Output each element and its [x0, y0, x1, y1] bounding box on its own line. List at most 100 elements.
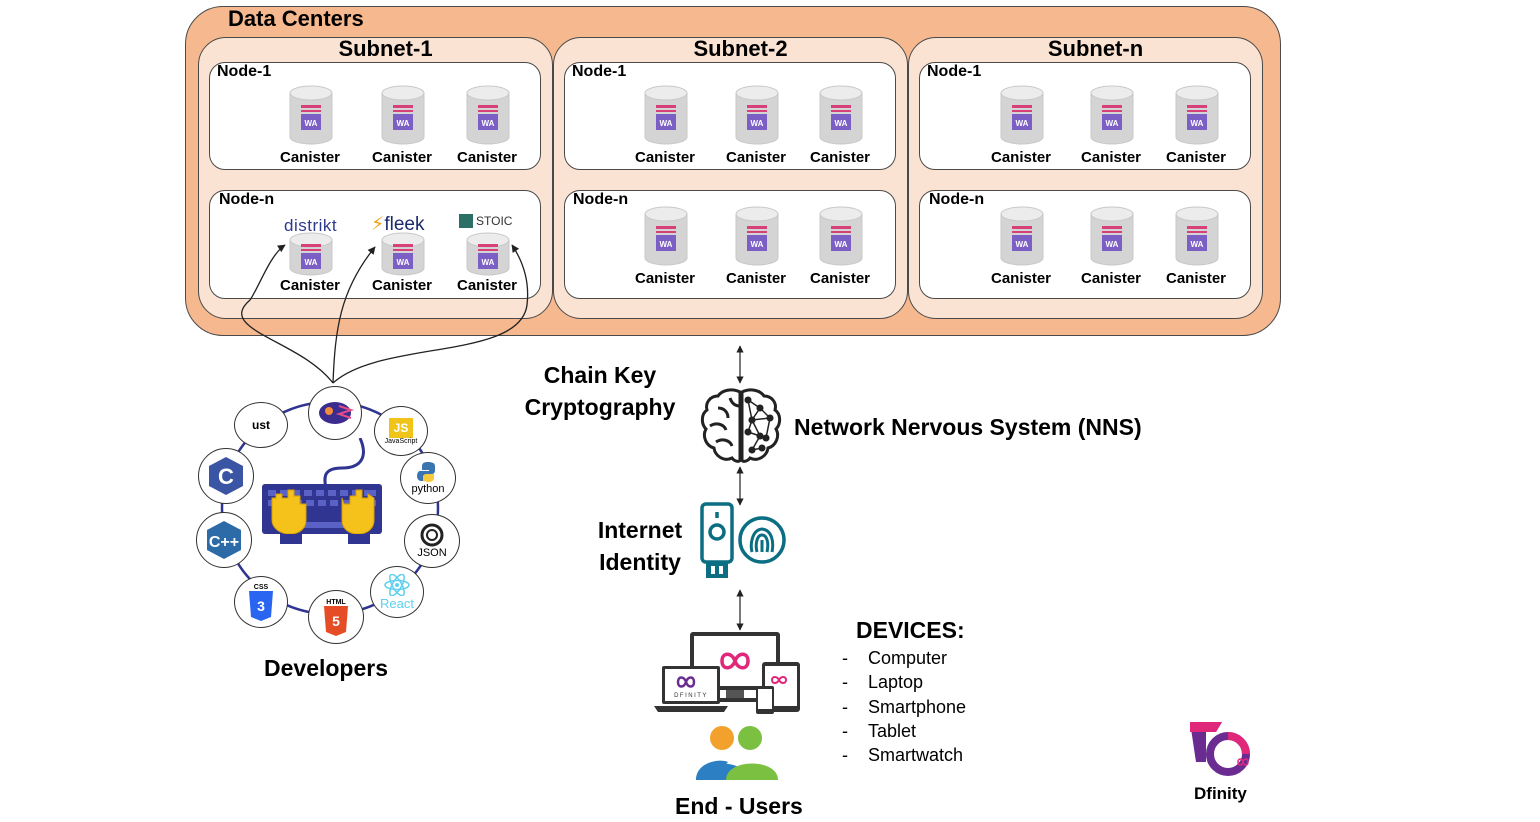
- devices-item: -Smartwatch: [842, 745, 964, 766]
- canister: WA Canister: [362, 85, 442, 175]
- canister: WA Canister: [1156, 206, 1236, 296]
- c-icon: C: [198, 448, 254, 504]
- canister-badge: WA: [305, 258, 318, 267]
- canister-label: Canister: [456, 149, 518, 166]
- canister-label: Canister: [1080, 270, 1142, 287]
- canister-icon: WA: [819, 85, 863, 145]
- fleek-text: fleek: [384, 214, 425, 235]
- canister-badge: WA: [305, 119, 318, 128]
- canister: WA Canister: [800, 206, 880, 296]
- canister: WA Canister: [981, 85, 1061, 175]
- devices-list: -Computer -Laptop -Smartphone -Tablet -S…: [842, 646, 966, 767]
- canister-icon: WA: [819, 206, 863, 266]
- laptop-brand-text: DFINITY: [674, 693, 708, 699]
- devices-item: -Laptop: [842, 672, 924, 693]
- canister-label: Canister: [371, 277, 433, 294]
- canister-badge: WA: [660, 240, 673, 249]
- javascript-icon: JS JavaScript: [374, 406, 428, 456]
- security-key-icon: [700, 502, 734, 578]
- developers-label: Developers: [264, 655, 389, 681]
- internet-identity-label: Internet Identity: [590, 514, 690, 578]
- canister-badge: WA: [1191, 119, 1204, 128]
- subnet-n-node-1-title: Node-1: [927, 63, 982, 80]
- subnet-1-node-n-title: Node-n: [219, 191, 275, 208]
- nns-label: Network Nervous System (NNS): [794, 414, 1142, 440]
- canister-label: Canister: [809, 270, 871, 287]
- canister-label: Canister: [990, 270, 1052, 287]
- canister-icon: WA: [466, 85, 510, 145]
- keyboard-hands-icon: [262, 438, 382, 544]
- canister-label: Canister: [279, 277, 341, 294]
- stoic-logo: STOIC: [459, 214, 512, 228]
- cpp-icon: C++: [196, 512, 252, 568]
- canister-badge: WA: [397, 258, 410, 267]
- canister: WA Canister: [270, 85, 350, 175]
- canister-badge: WA: [835, 240, 848, 249]
- data-centers-title: Data Centers: [228, 6, 364, 31]
- canister: WA Canister: [981, 206, 1061, 296]
- canister-badge: WA: [660, 119, 673, 128]
- canister-icon: WA: [735, 85, 779, 145]
- stoic-text: STOIC: [476, 214, 513, 228]
- css3-icon: CSS 3: [234, 576, 288, 628]
- svg-text:5: 5: [332, 613, 340, 629]
- canister-icon: WA: [381, 85, 425, 145]
- canister-icon: WA: [1175, 85, 1219, 145]
- python-icon: python: [400, 452, 456, 504]
- developers-cluster: ust JS JavaScript C python C++ JSON Reac…: [190, 380, 470, 644]
- canister-badge: WA: [397, 119, 410, 128]
- canister-badge: WA: [835, 119, 848, 128]
- dev-to-fleek-arrow: [332, 246, 376, 384]
- canister-label: Canister: [634, 149, 696, 166]
- c-icon-text: C: [218, 464, 234, 489]
- dfinity-logo-icon: [1190, 722, 1250, 776]
- devices-item: -Smartphone: [842, 696, 967, 717]
- subnet-1-title: Subnet-1: [338, 36, 433, 61]
- canister: WA Canister: [447, 85, 527, 175]
- canister: WA Canister: [270, 232, 350, 322]
- fingerprint-icon: [738, 516, 786, 564]
- canister-badge: WA: [1106, 119, 1119, 128]
- canister-label: Canister: [456, 277, 518, 294]
- subnet-1-node-1-title: Node-1: [217, 63, 272, 80]
- canister-label: Canister: [1165, 149, 1227, 166]
- canister-icon: WA: [466, 232, 510, 276]
- rust-icon: ust: [234, 402, 288, 448]
- end-users-label: End - Users: [675, 793, 803, 819]
- stoic-icon: [459, 214, 473, 228]
- motoko-icon: [308, 386, 362, 440]
- devices-title: DEVICES:: [856, 617, 965, 643]
- subnet-2-title: Subnet-2: [693, 36, 788, 61]
- canister-icon: WA: [1175, 206, 1219, 266]
- svg-text:3: 3: [257, 598, 265, 614]
- internet-identity-line2: Identity: [599, 549, 681, 575]
- canister-badge: WA: [482, 119, 495, 128]
- canister-badge: WA: [1016, 240, 1029, 249]
- canister-icon: WA: [644, 206, 688, 266]
- canister-badge: WA: [1016, 119, 1029, 128]
- canister-label: Canister: [371, 149, 433, 166]
- canister-icon: WA: [1090, 85, 1134, 145]
- canister-label: Canister: [990, 149, 1052, 166]
- canister-icon: WA: [289, 232, 333, 276]
- end-users-icon: [696, 726, 778, 780]
- json-icon: JSON: [404, 514, 460, 568]
- canister-icon: WA: [644, 85, 688, 145]
- distrikt-logo: distrikt: [284, 216, 338, 235]
- subnet-n-node-n-title: Node-n: [929, 191, 985, 208]
- subnet-n-title: Subnet-n: [1047, 36, 1144, 61]
- canister-label: Canister: [1165, 270, 1227, 287]
- chain-key-line1: Chain Key: [543, 362, 657, 388]
- devices-item: -Tablet: [842, 720, 917, 741]
- internet-identity-line1: Internet: [597, 517, 683, 543]
- canister-label: Canister: [279, 149, 341, 166]
- bolt-icon: ⚡: [371, 214, 385, 235]
- dev-to-distrikt-arrow: [241, 244, 334, 384]
- canister: WA Canister: [625, 85, 705, 175]
